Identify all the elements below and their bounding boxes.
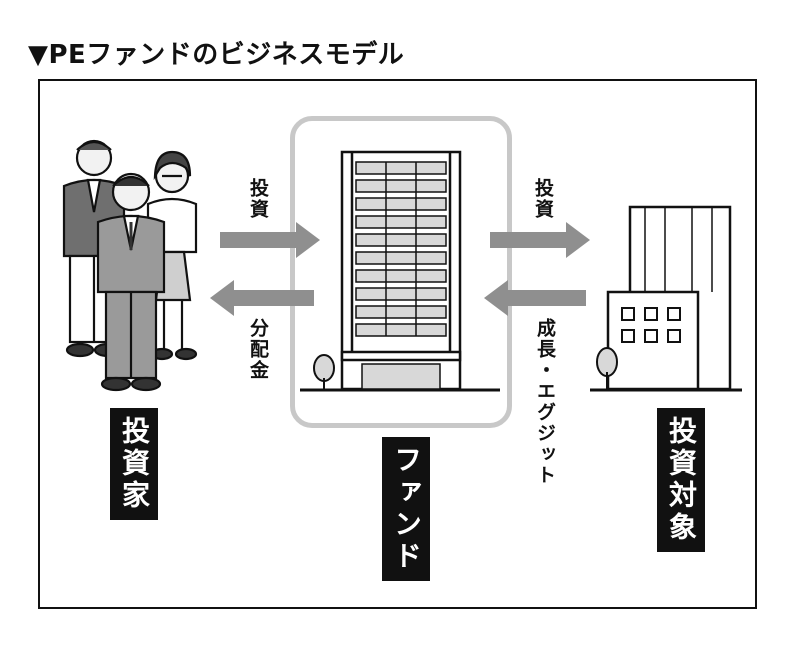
page-title: ▼PEファンドのビジネスモデル — [28, 40, 405, 70]
invest-label-right: 投資 — [532, 178, 554, 220]
investors-label: 投資家 — [110, 408, 158, 520]
fund-building-icon — [300, 150, 500, 392]
person-icon — [96, 172, 166, 392]
target-company-icon — [590, 205, 742, 392]
arrow-invest-right — [490, 222, 590, 258]
investors-illustration — [62, 139, 198, 392]
diagram-frame — [38, 79, 757, 609]
arrow-dividend — [210, 280, 314, 316]
tree-icon — [596, 347, 618, 390]
target-label: 投資対象 — [657, 408, 705, 552]
arrow-growth-exit — [484, 280, 586, 316]
fund-label: ファンド — [382, 437, 430, 581]
arrow-invest-left — [220, 222, 320, 258]
dividend-label: 分配金 — [247, 318, 269, 381]
growth-exit-label: 成長・エグジット — [534, 318, 556, 486]
invest-label-left: 投資 — [247, 178, 269, 220]
tree-icon — [313, 354, 335, 390]
